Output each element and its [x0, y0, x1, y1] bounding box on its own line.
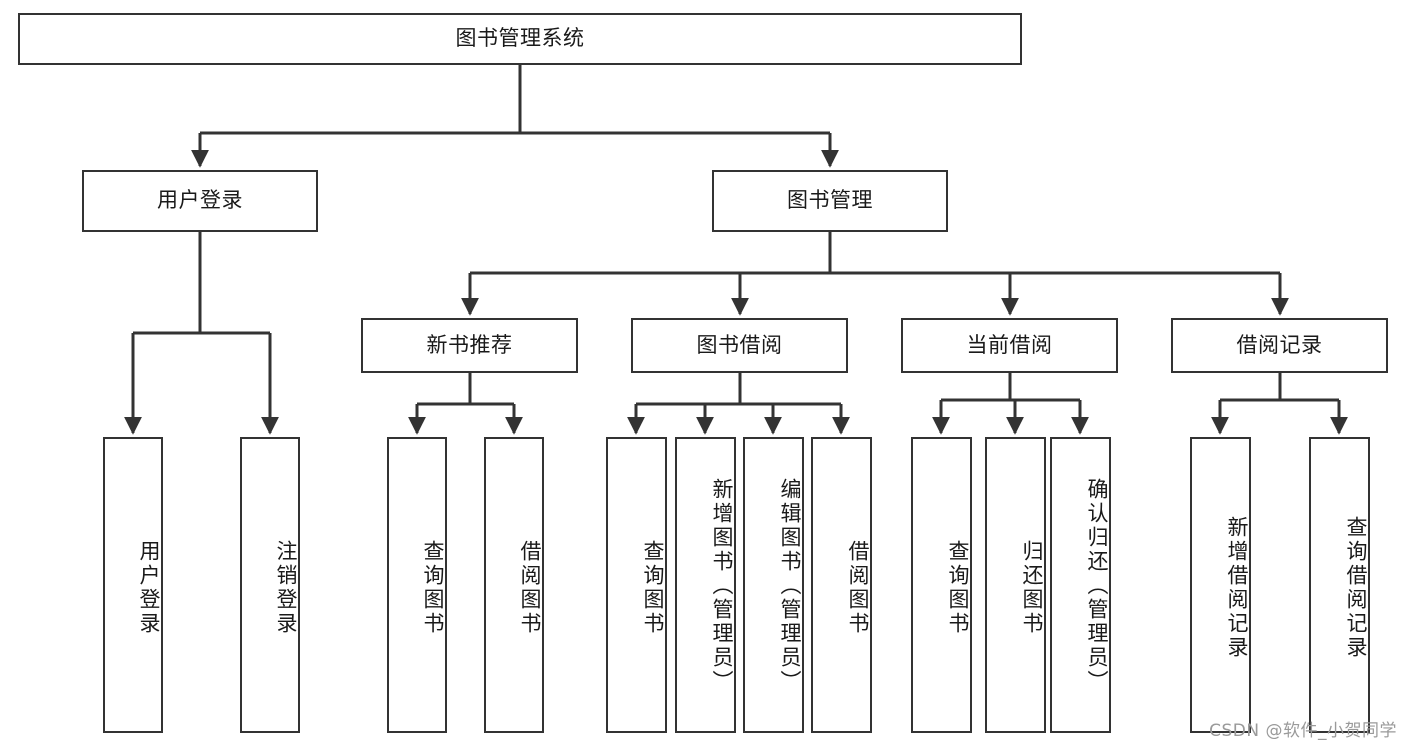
node-book-manage-label: 图书管理 — [787, 188, 873, 213]
node-borrow-record-label: 借阅记录 — [1236, 332, 1323, 357]
node-leaf-cb-return-book-label: 归还图书 — [1020, 540, 1044, 636]
node-leaf-cb-confirm-return-label: 确认归还（管理员） — [1085, 478, 1109, 694]
node-leaf-rec-borrow-book-label: 借阅图书 — [518, 540, 542, 636]
node-leaf-user-logout[interactable]: 注销登录 — [240, 437, 300, 733]
node-leaf-bb-edit-book-label: 编辑图书（管理员） — [778, 478, 802, 694]
node-new-book-rec[interactable]: 新书推荐 — [361, 318, 578, 373]
node-leaf-rec-query-book-label: 查询图书 — [421, 540, 445, 636]
node-leaf-bb-add-book-label: 新增图书（管理员） — [710, 478, 734, 694]
node-book-manage[interactable]: 图书管理 — [712, 170, 948, 232]
node-new-book-rec-label: 新书推荐 — [426, 332, 513, 357]
node-leaf-cb-query-book[interactable]: 查询图书 — [911, 437, 972, 733]
node-user-login[interactable]: 用户登录 — [82, 170, 318, 232]
node-leaf-cb-return-book[interactable]: 归还图书 — [985, 437, 1046, 733]
node-leaf-br-add-record-label: 新增借阅记录 — [1225, 516, 1249, 660]
node-user-login-label: 用户登录 — [157, 188, 243, 213]
node-leaf-bb-borrow-book[interactable]: 借阅图书 — [811, 437, 872, 733]
node-leaf-bb-add-book[interactable]: 新增图书（管理员） — [675, 437, 736, 733]
node-leaf-user-logout-label: 注销登录 — [274, 540, 298, 636]
node-book-borrow[interactable]: 图书借阅 — [631, 318, 848, 373]
csdn-watermark: CSDN @软件_小贺同学 — [1209, 721, 1397, 741]
node-leaf-cb-query-book-label: 查询图书 — [946, 540, 970, 636]
node-book-borrow-label: 图书借阅 — [696, 332, 783, 357]
node-leaf-br-add-record[interactable]: 新增借阅记录 — [1190, 437, 1251, 733]
node-leaf-bb-edit-book[interactable]: 编辑图书（管理员） — [743, 437, 804, 733]
node-current-borrow[interactable]: 当前借阅 — [901, 318, 1118, 373]
node-current-borrow-label: 当前借阅 — [966, 332, 1053, 357]
node-leaf-user-login[interactable]: 用户登录 — [103, 437, 163, 733]
node-leaf-bb-query-book[interactable]: 查询图书 — [606, 437, 667, 733]
node-leaf-br-query-record[interactable]: 查询借阅记录 — [1309, 437, 1370, 733]
node-leaf-user-login-label: 用户登录 — [137, 540, 161, 636]
node-leaf-rec-borrow-book[interactable]: 借阅图书 — [484, 437, 544, 733]
node-leaf-bb-borrow-book-label: 借阅图书 — [846, 540, 870, 636]
node-leaf-bb-query-book-label: 查询图书 — [641, 540, 665, 636]
node-leaf-rec-query-book[interactable]: 查询图书 — [387, 437, 447, 733]
node-root-system-label: 图书管理系统 — [455, 26, 585, 51]
node-leaf-cb-confirm-return[interactable]: 确认归还（管理员） — [1050, 437, 1111, 733]
node-leaf-br-query-record-label: 查询借阅记录 — [1344, 516, 1368, 660]
node-borrow-record[interactable]: 借阅记录 — [1171, 318, 1388, 373]
node-root-system[interactable]: 图书管理系统 — [18, 13, 1022, 65]
